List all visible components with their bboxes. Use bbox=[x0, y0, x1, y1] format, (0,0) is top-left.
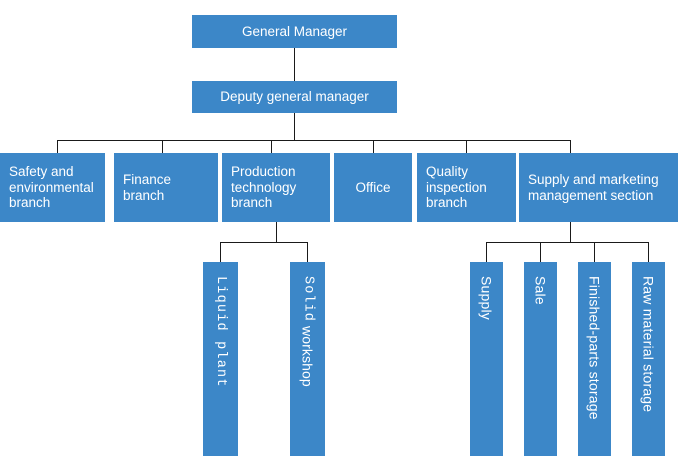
node-label: Quality inspection branch bbox=[426, 163, 487, 211]
node-label: General Manager bbox=[241, 23, 348, 39]
node-label: Raw material storage bbox=[640, 276, 657, 413]
drop-solid-workshop bbox=[307, 242, 308, 262]
node-solid-workshop[interactable]: Solid workshop bbox=[290, 262, 325, 456]
node-label: Solid workshop bbox=[299, 276, 316, 387]
drop-supply bbox=[486, 242, 487, 262]
node-deputy-general-manager[interactable]: Deputy general manager bbox=[192, 81, 397, 113]
drop-sale bbox=[540, 242, 541, 262]
node-label: Supply bbox=[478, 276, 495, 321]
drop-raw-material-storage bbox=[648, 242, 649, 262]
node-label: Finished-parts storage bbox=[586, 276, 603, 420]
drop-safety-and-environmental-branch bbox=[57, 140, 58, 153]
connector-deputy-to-bus bbox=[294, 113, 295, 141]
node-office[interactable]: Office bbox=[334, 153, 412, 222]
drop-quality-inspection-branch bbox=[466, 140, 467, 153]
drop-liquid-plant bbox=[220, 242, 221, 262]
node-label: Sale bbox=[532, 276, 549, 305]
bus-supply-children bbox=[486, 242, 649, 243]
node-label: Office bbox=[355, 179, 391, 195]
connector-production-to-bus bbox=[276, 222, 277, 242]
drop-supply-and-marketing-management-section bbox=[570, 140, 571, 153]
node-finished-parts-storage[interactable]: Finished-parts storage bbox=[578, 262, 611, 456]
node-label: Supply and marketing management section bbox=[528, 171, 659, 203]
node-quality-inspection-branch[interactable]: Quality inspection branch bbox=[417, 153, 516, 222]
drop-finance-branch bbox=[162, 140, 163, 153]
node-label: Liquid plant bbox=[213, 276, 228, 388]
node-label: Deputy general manager bbox=[220, 89, 369, 105]
connector-gm-to-deputy bbox=[294, 48, 295, 81]
connector-supply-section-to-bus bbox=[570, 222, 571, 242]
node-label: Safety and environmental branch bbox=[9, 163, 94, 211]
node-general-manager[interactable]: General Manager bbox=[192, 15, 397, 48]
node-liquid-plant[interactable]: Liquid plant bbox=[203, 262, 238, 456]
node-raw-material-storage[interactable]: Raw material storage bbox=[632, 262, 665, 456]
bus-level3 bbox=[57, 140, 571, 141]
node-sale[interactable]: Sale bbox=[524, 262, 557, 456]
node-supply[interactable]: Supply bbox=[470, 262, 503, 456]
drop-finished-parts-storage bbox=[594, 242, 595, 262]
node-finance-branch[interactable]: Finance branch bbox=[114, 153, 218, 222]
bus-production-children bbox=[220, 242, 307, 243]
node-production-technology-branch[interactable]: Production technology branch bbox=[222, 153, 330, 222]
node-supply-and-marketing-management-section[interactable]: Supply and marketing management section bbox=[519, 153, 678, 222]
node-safety-and-environmental-branch[interactable]: Safety and environmental branch bbox=[0, 153, 105, 222]
node-label: Production technology branch bbox=[231, 163, 297, 211]
node-label: Finance branch bbox=[123, 171, 172, 203]
drop-production-technology-branch bbox=[271, 140, 272, 153]
drop-office bbox=[373, 140, 374, 153]
